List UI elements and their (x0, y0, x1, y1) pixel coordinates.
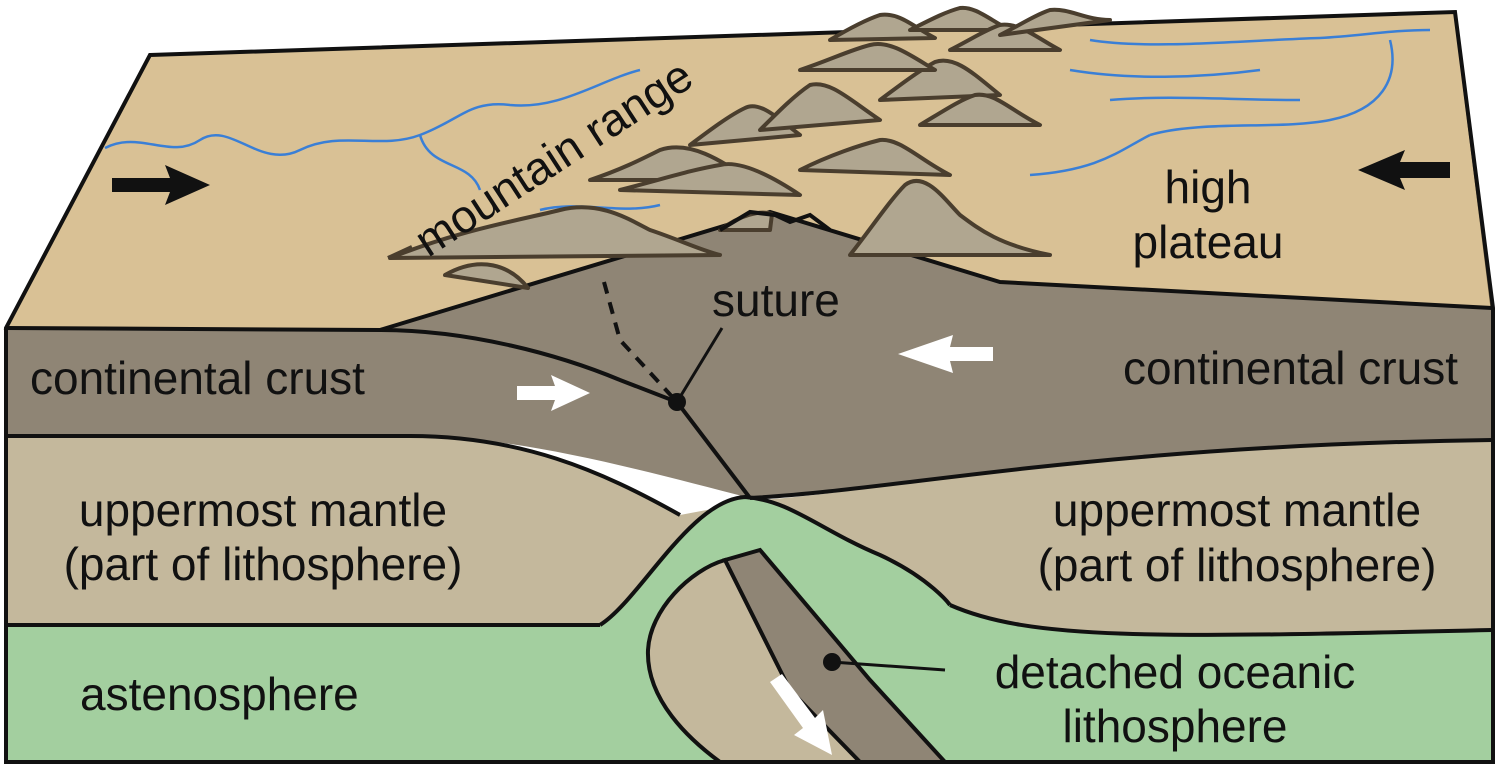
suture-dot (668, 393, 686, 411)
label-high: high (1165, 161, 1252, 213)
lithosphere-base-right (949, 603, 1493, 637)
crust-base-right (749, 438, 1493, 500)
suture-dashed-line (602, 281, 679, 404)
label-detached-line2: lithosphere (1062, 700, 1287, 752)
white-arrow-down-icon (770, 674, 832, 755)
arrow-right-icon (112, 165, 210, 205)
block-outline (4, 9, 1495, 764)
suture-peak (718, 209, 832, 232)
label-detached-line1: detached oceanic (995, 646, 1356, 698)
label-astenosphere: astenosphere (80, 668, 359, 720)
white-arrow-right-icon (517, 375, 590, 411)
label-suture: suture (712, 274, 840, 326)
arch-outline (598, 494, 952, 627)
detached-dot (823, 653, 841, 671)
label-continental-crust-left: continental crust (30, 352, 365, 404)
arrow-left-icon (1358, 150, 1450, 190)
mountain-range-dash (387, 245, 413, 260)
detached-pointer-line (831, 660, 946, 672)
front-face-top-edge (5, 326, 381, 332)
label-mantle-left-line2: (part of lithosphere) (64, 538, 463, 590)
label-mantle-left-line1: uppermost mantle (79, 484, 447, 536)
label-continental-crust-right: continental crust (1123, 342, 1458, 394)
mountain-range-peaks (388, 5, 1112, 290)
crust-base-left (6, 434, 681, 517)
white-arrow-left-icon (898, 335, 993, 373)
subduction-line (379, 328, 752, 500)
label-plateau: plateau (1133, 216, 1284, 268)
crust-layer (6, 212, 1492, 498)
rivers (104, 28, 1431, 212)
label-mantle-right-line2: (part of lithosphere) (1038, 539, 1437, 591)
suture-pointer-line (675, 327, 724, 403)
label-mantle-right-line1: uppermost mantle (1053, 484, 1421, 536)
